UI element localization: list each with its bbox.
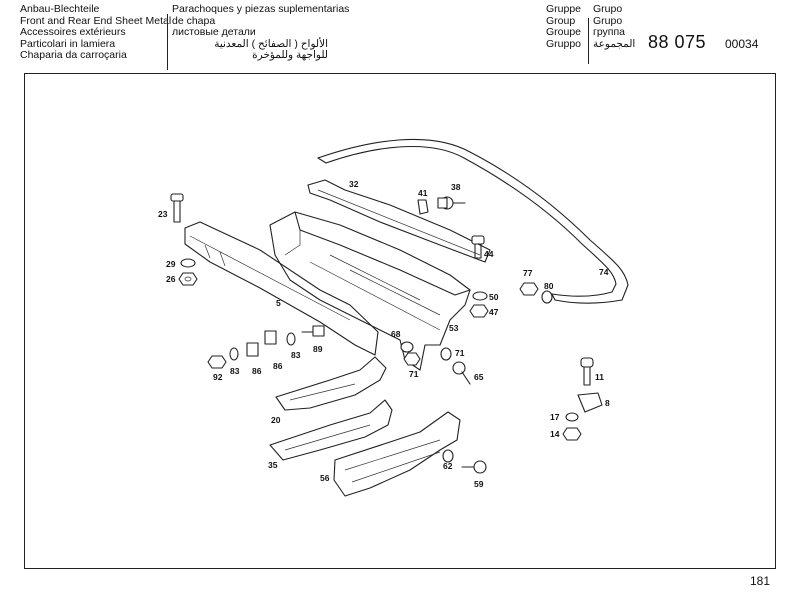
part-pad-86a bbox=[264, 330, 277, 345]
part-screw-59 bbox=[461, 460, 487, 474]
part-rear-panel-53 bbox=[269, 211, 471, 371]
part-clip-17 bbox=[565, 412, 579, 422]
callout-11: 11 bbox=[595, 372, 604, 382]
part-rail-32 bbox=[307, 179, 491, 263]
part-washer-83a bbox=[286, 332, 296, 346]
callout-83b: 83 bbox=[230, 366, 240, 376]
part-bolt-44 bbox=[471, 235, 485, 259]
header-title-pt: Chaparia da carroçaria bbox=[20, 49, 127, 62]
callout-47: 47 bbox=[489, 307, 499, 317]
part-washer-71b bbox=[440, 347, 452, 361]
callout-53: 53 bbox=[449, 323, 459, 333]
callout-62: 62 bbox=[443, 461, 453, 471]
part-washer-83b bbox=[229, 347, 239, 361]
group-label-fr: Groupe bbox=[546, 26, 582, 39]
group-label-en: Group bbox=[546, 14, 576, 27]
callout-5: 5 bbox=[276, 298, 281, 308]
diagram-frame bbox=[24, 73, 776, 569]
part-screw-65 bbox=[452, 361, 471, 385]
group-label-pt: Grupo bbox=[593, 14, 623, 27]
callout-44: 44 bbox=[484, 249, 494, 259]
callout-77: 77 bbox=[523, 268, 533, 278]
part-trim-35 bbox=[269, 399, 393, 461]
callout-14: 14 bbox=[550, 429, 560, 439]
callout-89: 89 bbox=[313, 344, 323, 354]
callout-32: 32 bbox=[349, 179, 359, 189]
header-languages-col2: Parachoques y piezas suplementarias de c… bbox=[172, 3, 350, 62]
part-nut-14 bbox=[562, 427, 582, 441]
callout-71a: 71 bbox=[409, 369, 419, 379]
group-number: 88 075 bbox=[648, 32, 707, 52]
part-clip-29 bbox=[180, 258, 196, 268]
part-washer-62 bbox=[442, 449, 454, 463]
callout-29: 29 bbox=[166, 259, 176, 269]
part-nut-92 bbox=[207, 355, 227, 369]
callout-59: 59 bbox=[474, 479, 484, 489]
part-bracket-8 bbox=[577, 392, 603, 413]
callout-74: 74 bbox=[599, 267, 609, 277]
callout-86a: 86 bbox=[273, 361, 283, 371]
callout-50: 50 bbox=[489, 292, 499, 302]
group-label-de: Gruppe bbox=[546, 3, 582, 15]
part-bolt-23 bbox=[170, 193, 184, 223]
part-nut-26 bbox=[178, 272, 198, 286]
callout-labels: 23 29 26 5 32 41 38 44 50 47 77 80 74 53… bbox=[158, 179, 610, 489]
part-trim-20 bbox=[275, 356, 387, 411]
header-title-ar-2: للواجهة وللمؤخرة bbox=[252, 49, 328, 62]
header-title-ar-1: الألواح ( الصفائح ) المعدنية bbox=[214, 37, 328, 50]
header-title-es-1: Parachoques y piezas suplementarias bbox=[172, 3, 350, 15]
callout-38: 38 bbox=[451, 182, 461, 192]
callout-8: 8 bbox=[605, 398, 610, 408]
header-languages-col1: Anbau-Blechteile Front and Rear End Shee… bbox=[20, 3, 172, 62]
part-pad-86b bbox=[246, 342, 259, 357]
callout-17: 17 bbox=[550, 412, 560, 422]
part-washer-80 bbox=[541, 290, 553, 304]
callout-65: 65 bbox=[474, 372, 484, 382]
header-group-labels-1: Gruppe Group Groupe Gruppo bbox=[546, 3, 582, 50]
header-title-es-2: de chapa bbox=[172, 14, 216, 27]
callout-26: 26 bbox=[166, 274, 176, 284]
group-label-ar: المجموعة bbox=[593, 37, 636, 50]
callout-23: 23 bbox=[158, 209, 168, 219]
callout-68: 68 bbox=[391, 329, 401, 339]
part-bolt-11 bbox=[580, 357, 594, 386]
callout-41: 41 bbox=[418, 188, 428, 198]
part-cover-56 bbox=[333, 411, 461, 497]
callout-83a: 83 bbox=[291, 350, 301, 360]
header-title-ru: листовые детали bbox=[172, 26, 256, 39]
part-bracket-bar-5 bbox=[184, 221, 379, 356]
header-title-it: Particolari in lamiera bbox=[20, 37, 116, 50]
page-code: 00034 bbox=[725, 37, 759, 51]
part-nut-77 bbox=[519, 282, 539, 296]
callout-92: 92 bbox=[213, 372, 223, 382]
callout-80: 80 bbox=[544, 281, 554, 291]
group-label-ru: группа bbox=[593, 26, 626, 39]
group-label-es: Grupo bbox=[593, 3, 623, 15]
callout-71b: 71 bbox=[455, 348, 465, 358]
header-separator-2 bbox=[588, 18, 589, 64]
header-group-labels-2: Grupo Grupo группа المجموعة bbox=[593, 3, 636, 50]
callout-35: 35 bbox=[268, 460, 278, 470]
callout-86b: 86 bbox=[252, 366, 262, 376]
part-clip-68 bbox=[400, 341, 414, 353]
group-label-it: Gruppo bbox=[546, 37, 582, 50]
part-trim-strip-74 bbox=[317, 138, 629, 304]
page-number: 181 bbox=[750, 574, 771, 588]
header-title-en: Front and Rear End Sheet Metal bbox=[20, 14, 172, 27]
part-clip-41 bbox=[417, 199, 429, 215]
part-nut-47 bbox=[469, 304, 489, 318]
callout-20: 20 bbox=[271, 415, 281, 425]
callout-56: 56 bbox=[320, 473, 330, 483]
part-screw-38 bbox=[437, 196, 466, 210]
header-separator bbox=[167, 14, 168, 70]
part-clip-50 bbox=[472, 291, 488, 301]
part-screw-89 bbox=[301, 325, 325, 337]
header-title-de: Anbau-Blechteile bbox=[20, 3, 100, 15]
header-title-fr: Accessoires extérieurs bbox=[20, 26, 126, 39]
part-nut-71a bbox=[403, 352, 421, 366]
